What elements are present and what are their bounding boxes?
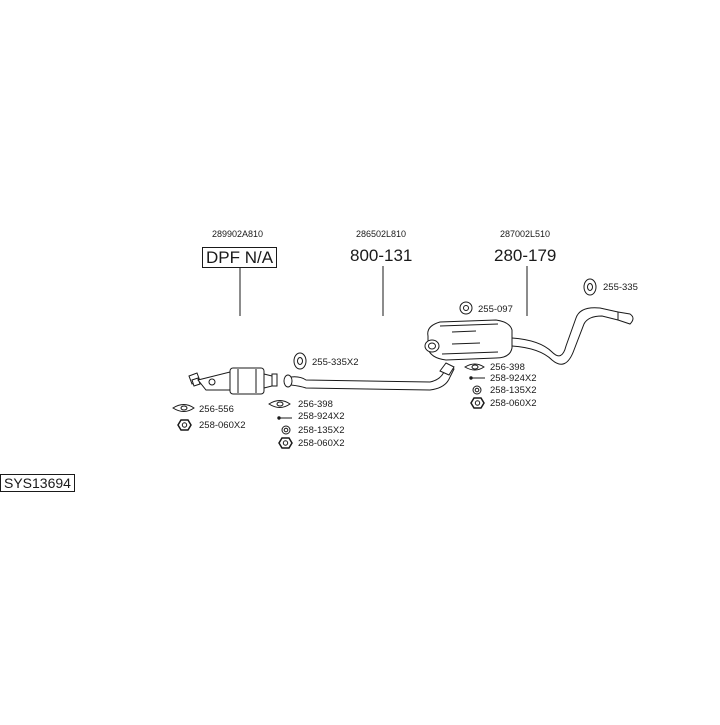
part-label-mid-256-398: 256-398	[298, 399, 333, 410]
part-label-256-556: 256-556	[199, 404, 234, 415]
part-label-front-258-060x2: 258-060X2	[199, 420, 246, 431]
nut-icon-middle	[278, 437, 293, 449]
rear-oem-number: 287002L510	[500, 229, 551, 239]
part-label-rear-258-924x2: 258-924X2	[490, 373, 537, 384]
dpf-label: DPF N/A	[202, 247, 278, 268]
gasket-icon-middle	[268, 400, 291, 408]
middle-part-number: 800-131	[350, 246, 413, 265]
nut-icon-front	[177, 419, 192, 431]
hanger-icon-255-335	[583, 278, 597, 296]
spring-icon-rear	[472, 385, 482, 395]
nut-icon-rear	[470, 397, 485, 409]
part-label-mid-258-924x2: 258-924X2	[298, 411, 345, 422]
gasket-icon-front	[172, 404, 195, 412]
hanger-icon-255-097	[459, 301, 473, 315]
hanger-icon-255-335x2	[293, 352, 307, 370]
part-label-255-097: 255-097	[478, 304, 513, 315]
part-label-mid-258-135x2: 258-135X2	[298, 425, 345, 436]
dpf-unit	[188, 367, 278, 395]
bolt-icon-middle	[277, 416, 292, 420]
part-label-255-335: 255-335	[603, 282, 638, 293]
part-label-rear-258-135x2: 258-135X2	[490, 385, 537, 396]
part-label-rear-258-060x2: 258-060X2	[490, 398, 537, 409]
middle-oem-number: 286502L810	[356, 229, 407, 239]
system-code: SYS13694	[0, 474, 75, 492]
rear-silencer	[424, 307, 634, 365]
spring-icon-middle	[281, 425, 291, 435]
rear-part-number: 280-179	[494, 246, 557, 265]
dpf-oem-number: 289902A810	[212, 229, 264, 239]
middle-pipe	[283, 362, 455, 391]
part-label-rear-256-398: 256-398	[490, 362, 525, 373]
part-label-255-335x2: 255-335X2	[312, 357, 359, 368]
part-label-mid-258-060x2: 258-060X2	[298, 438, 345, 449]
bolt-icon-rear	[469, 376, 485, 380]
gasket-icon-rear	[464, 363, 485, 371]
